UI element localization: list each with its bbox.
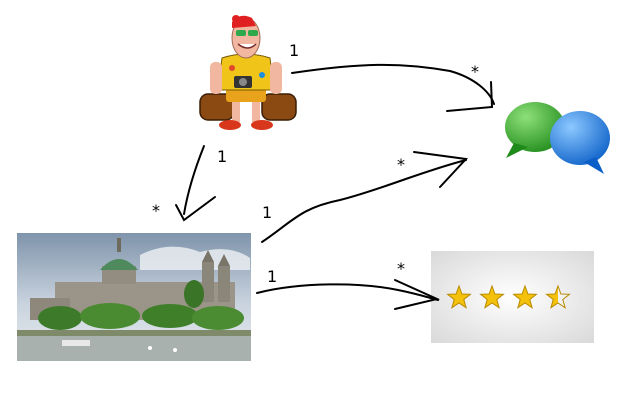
- label-tourist-comments-target: *: [471, 62, 479, 81]
- star-row: [446, 284, 571, 309]
- connector-tourist-place: [183, 145, 205, 215]
- speech-bubbles-icon: [494, 96, 624, 178]
- connector-place-rating: [256, 283, 439, 301]
- tourist-cartoon-icon: [199, 15, 297, 130]
- multiplicity-labels: 1 * 1 * 1 * 1 *: [152, 41, 479, 286]
- connectors: [175, 63, 495, 310]
- cathedral-photo: [17, 233, 251, 361]
- star-full-icon: [512, 284, 538, 309]
- star-rating-icon: [431, 251, 594, 343]
- label-tourist-place-target: *: [152, 201, 160, 220]
- connector-place-comments: [261, 159, 467, 243]
- arrowhead-place-rating: [394, 279, 441, 310]
- label-place-rating-source: 1: [267, 267, 277, 286]
- label-tourist-comments-source: 1: [289, 41, 299, 60]
- label-place-comments-source: 1: [262, 203, 272, 222]
- label-place-comments-target: *: [397, 155, 405, 174]
- star-half-icon: [545, 284, 571, 309]
- connector-tourist-comments: [291, 63, 495, 105]
- label-tourist-place-source: 1: [217, 147, 227, 166]
- arrowhead-place-comments: [413, 151, 469, 188]
- label-place-rating-target: *: [397, 259, 405, 278]
- arrowhead-tourist-place: [175, 196, 216, 222]
- star-full-icon: [446, 284, 472, 309]
- arrowhead-tourist-comments: [446, 81, 494, 112]
- star-full-icon: [479, 284, 505, 309]
